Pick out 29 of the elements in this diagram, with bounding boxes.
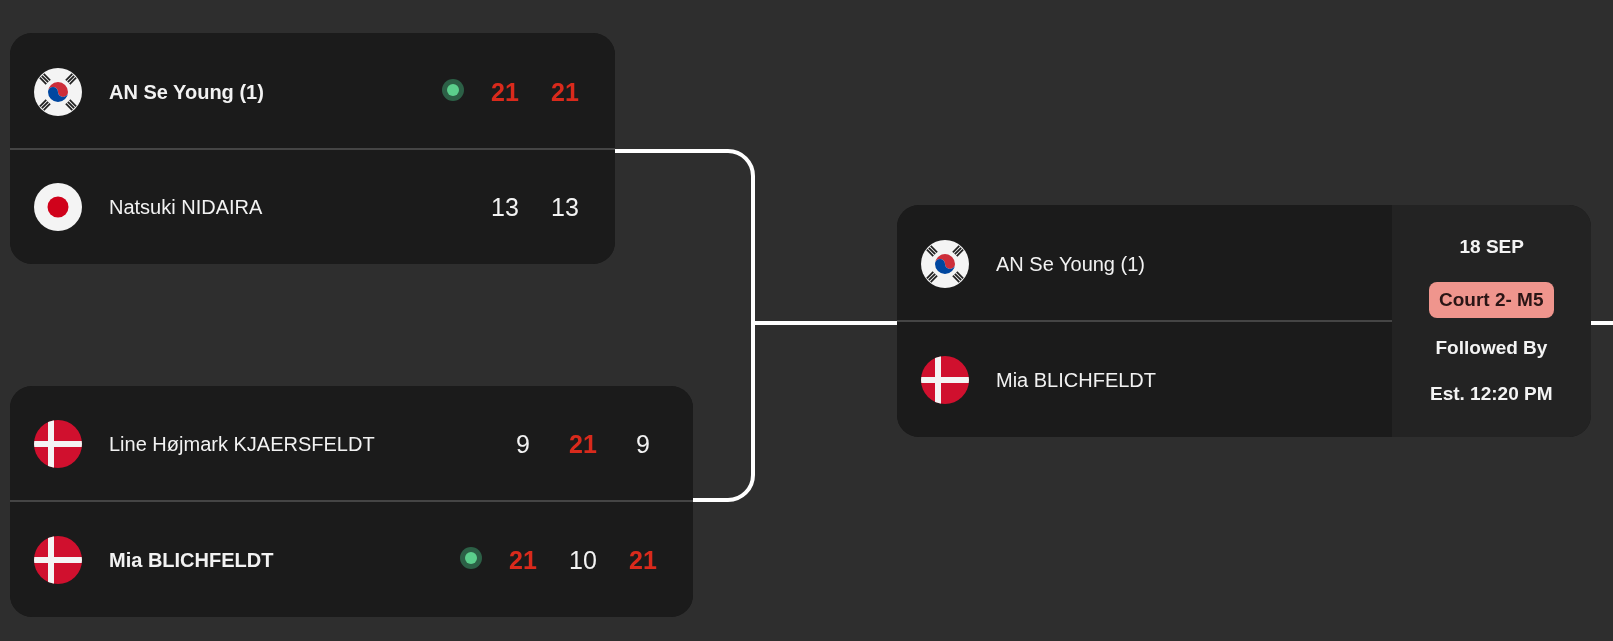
player-name: Mia BLICHFELDT <box>109 547 274 572</box>
player-name: Line Højmark KJAERSFELDT <box>109 432 375 456</box>
match-card <box>10 33 615 264</box>
schedule-note: Followed By <box>1435 336 1548 360</box>
bracket-line <box>693 321 897 502</box>
player-row <box>10 386 693 502</box>
game-score: 21 <box>550 76 580 107</box>
game-score: 21 <box>490 76 520 107</box>
game-score: 13 <box>490 192 520 222</box>
game-score: 21 <box>568 429 598 459</box>
player-name: Mia BLICHFELDT <box>996 367 1157 392</box>
player-row <box>10 33 615 150</box>
match-date: 18 SEP <box>1459 235 1524 259</box>
player-name: Natsuki NIDAIRA <box>109 195 263 219</box>
game-score: 13 <box>550 192 580 222</box>
court-badge: Court 2- M5 <box>1429 282 1554 318</box>
game-score: 21 <box>628 544 658 575</box>
estimated-time: Est. 12:20 PM <box>1430 382 1553 406</box>
match-card <box>897 205 1591 437</box>
bracket-line <box>1591 321 1613 325</box>
player-name: AN Se Young (1) <box>996 251 1145 276</box>
match-info-panel <box>1392 205 1591 437</box>
match-card <box>10 386 693 617</box>
player-row <box>897 205 1392 322</box>
game-score: 9 <box>515 429 531 459</box>
game-score: 21 <box>508 544 538 575</box>
player-name: AN Se Young (1) <box>109 79 264 104</box>
game-score: 9 <box>635 429 651 459</box>
game-score: 10 <box>568 544 598 575</box>
